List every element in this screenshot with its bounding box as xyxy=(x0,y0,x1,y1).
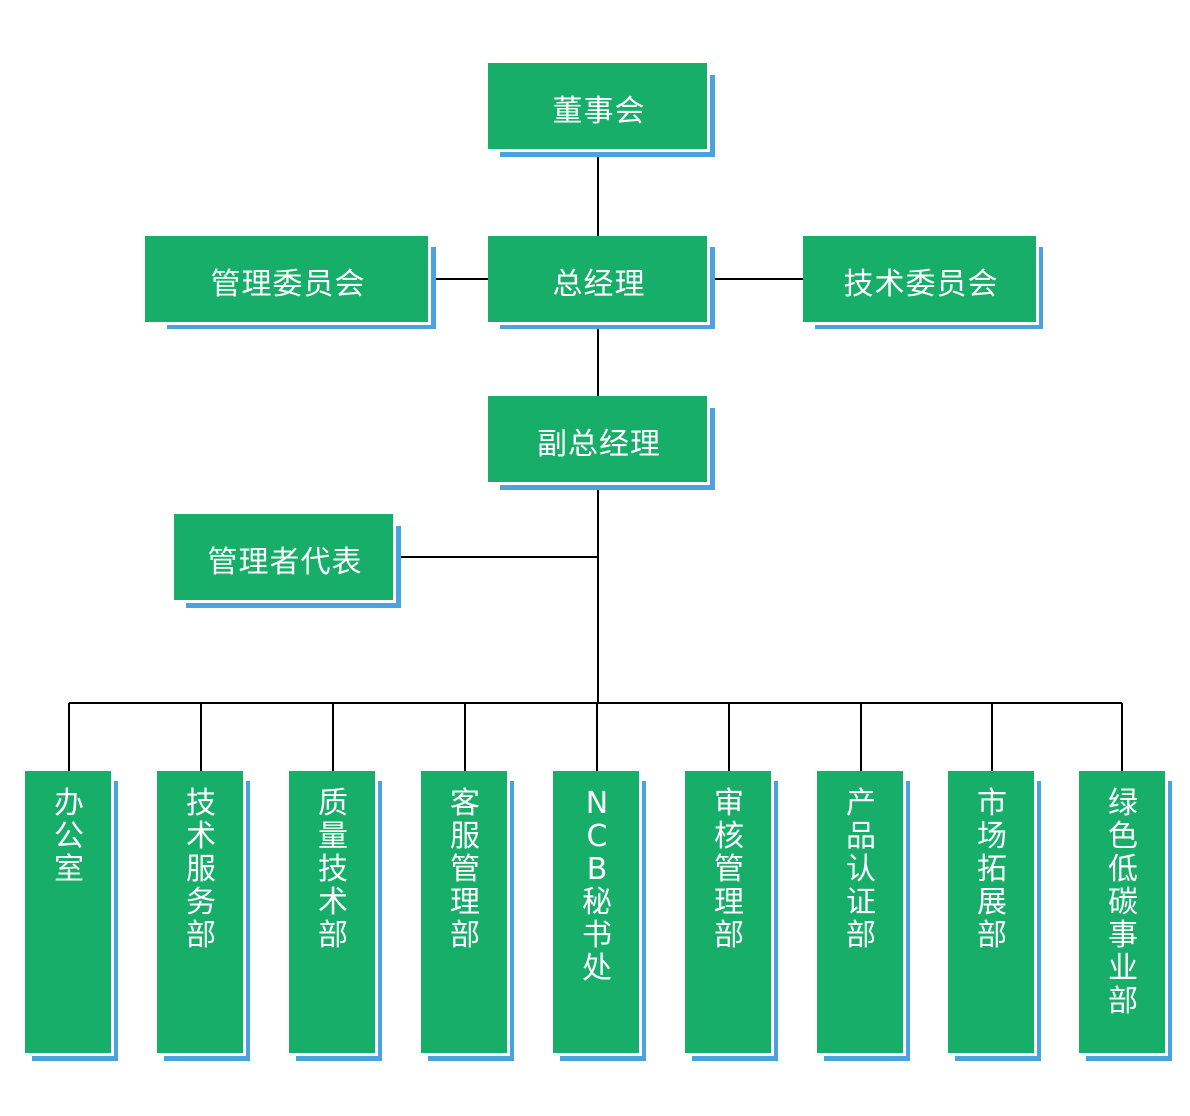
department-label: 技术服务部 xyxy=(186,786,217,953)
department-box-product-certification: 产品认证部 xyxy=(817,771,906,1056)
board-label: 董事会 xyxy=(552,93,646,129)
department-box-market-development: 市场拓展部 xyxy=(948,771,1037,1056)
general-manager-box: 总经理 xyxy=(488,236,710,325)
deputy-general-manager-label: 副总经理 xyxy=(537,426,661,462)
deputy-general-manager-box: 副总经理 xyxy=(488,396,710,485)
board-box: 董事会 xyxy=(488,63,710,152)
department-label: NCB秘书处 xyxy=(582,786,613,986)
department-label: 质量技术部 xyxy=(318,786,349,953)
department-box-green-low-carbon: 绿色低碳事业部 xyxy=(1079,771,1168,1056)
department-label: 产品认证部 xyxy=(846,786,877,953)
general-manager-label: 总经理 xyxy=(552,266,646,302)
technical-committee-label: 技术委员会 xyxy=(843,266,999,302)
management-committee-box: 管理委员会 xyxy=(145,236,431,325)
department-box-technical-service: 技术服务部 xyxy=(157,771,246,1056)
department-box-quality-technology: 质量技术部 xyxy=(289,771,378,1056)
department-box-audit-management: 审核管理部 xyxy=(685,771,774,1056)
department-box-customer-service: 客服管理部 xyxy=(421,771,510,1056)
department-label: 市场拓展部 xyxy=(977,786,1008,953)
department-label: 绿色低碳事业部 xyxy=(1108,786,1139,1019)
department-box-office: 办公室 xyxy=(25,771,114,1056)
department-label: 客服管理部 xyxy=(450,786,481,953)
department-box-ncb-secretariat: NCB秘书处 xyxy=(553,771,642,1056)
department-label: 审核管理部 xyxy=(714,786,745,953)
management-representative-label: 管理者代表 xyxy=(207,544,363,580)
technical-committee-box: 技术委员会 xyxy=(803,236,1039,325)
management-committee-label: 管理委员会 xyxy=(210,266,366,302)
management-representative-box: 管理者代表 xyxy=(174,514,396,603)
department-label: 办公室 xyxy=(54,786,85,887)
